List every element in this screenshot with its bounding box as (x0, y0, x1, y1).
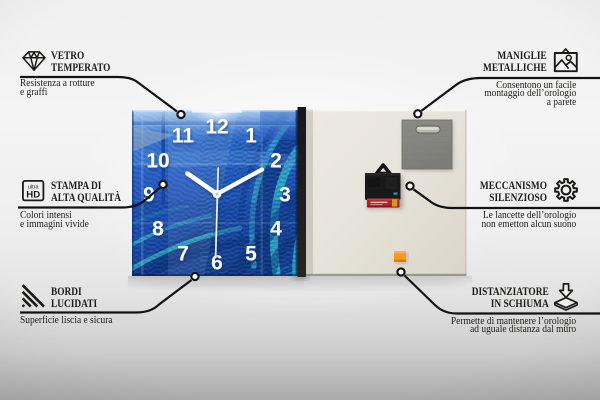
svg-text:1: 1 (245, 125, 257, 148)
svg-text:9: 9 (143, 184, 155, 207)
svg-text:ultra: ultra (28, 185, 40, 191)
svg-text:HD: HD (26, 190, 40, 201)
svg-text:8: 8 (152, 218, 164, 241)
svg-text:11: 11 (172, 125, 195, 148)
svg-text:7: 7 (177, 243, 189, 266)
svg-text:12: 12 (205, 116, 228, 139)
svg-text:2: 2 (270, 150, 282, 173)
svg-text:10: 10 (146, 150, 169, 173)
svg-text:5: 5 (245, 243, 257, 266)
svg-text:3: 3 (279, 184, 291, 207)
svg-text:6: 6 (211, 252, 223, 275)
svg-text:4: 4 (270, 218, 282, 241)
